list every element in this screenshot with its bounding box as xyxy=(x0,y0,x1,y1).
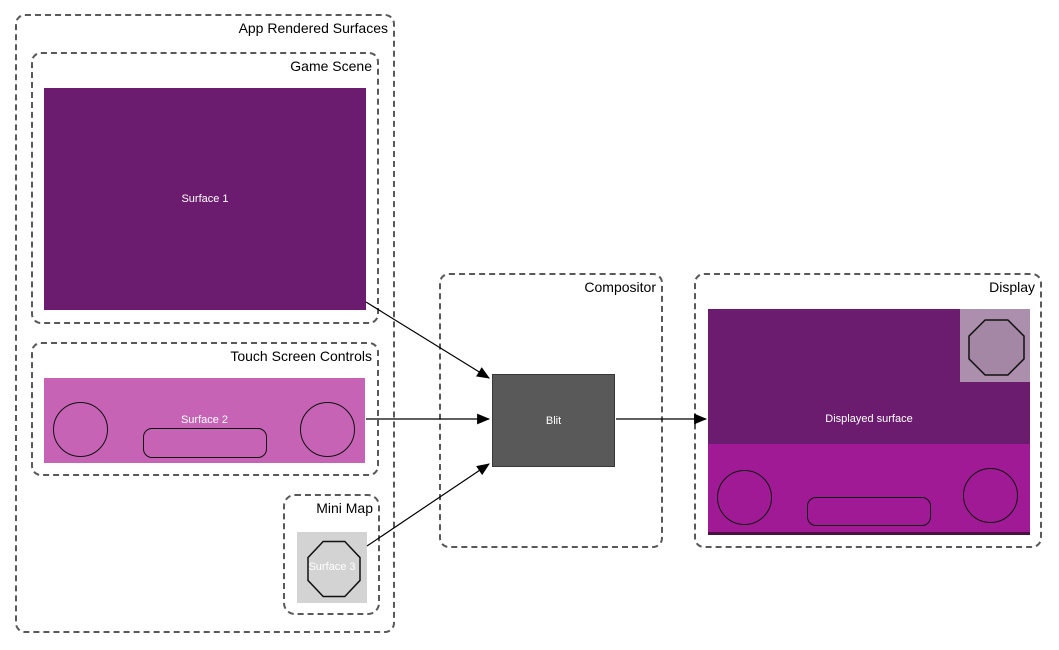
group-touch-screen-controls: Touch Screen Controls xyxy=(31,342,379,476)
displayed-mini-map-overlay xyxy=(960,309,1030,382)
blit-node: Blit xyxy=(492,374,615,467)
group-mini-map: Mini Map xyxy=(283,494,380,615)
surface-2: Surface 2 xyxy=(44,378,365,463)
group-display-label: Display xyxy=(989,279,1035,295)
group-compositor: Compositor xyxy=(439,273,663,548)
blit-label: Blit xyxy=(545,414,562,427)
displayed-touch-controls-strip xyxy=(708,444,1030,535)
group-mini-map-label: Mini Map xyxy=(316,500,373,516)
mini-map-octagon xyxy=(307,540,361,598)
group-game-scene-label: Game Scene xyxy=(290,58,372,74)
group-compositor-label: Compositor xyxy=(584,279,656,295)
group-display: Display xyxy=(694,273,1042,548)
surface-3-label: Surface 3 xyxy=(308,561,356,573)
displayed-surface-label: Displayed surface xyxy=(825,413,913,425)
group-touch-screen-controls-label: Touch Screen Controls xyxy=(230,348,372,364)
surface-3: Surface 3 xyxy=(297,532,367,603)
displayed-joystick-circle-right xyxy=(963,468,1018,523)
joystick-circle-left xyxy=(53,402,108,457)
surface-1: Surface 1 xyxy=(44,88,366,310)
group-game-scene: Game Scene xyxy=(31,52,379,324)
surface-1-label: Surface 1 xyxy=(181,192,229,205)
group-app-rendered-surfaces-label: App Rendered Surfaces xyxy=(238,20,388,36)
control-bar xyxy=(143,428,267,458)
displayed-joystick-circle-left xyxy=(717,470,772,525)
displayed-control-bar xyxy=(807,497,931,526)
surface-2-label: Surface 2 xyxy=(180,414,229,426)
displayed-surface: Displayed surface xyxy=(708,309,1030,535)
displayed-mini-map-octagon xyxy=(968,319,1025,376)
joystick-circle-right xyxy=(300,402,355,457)
